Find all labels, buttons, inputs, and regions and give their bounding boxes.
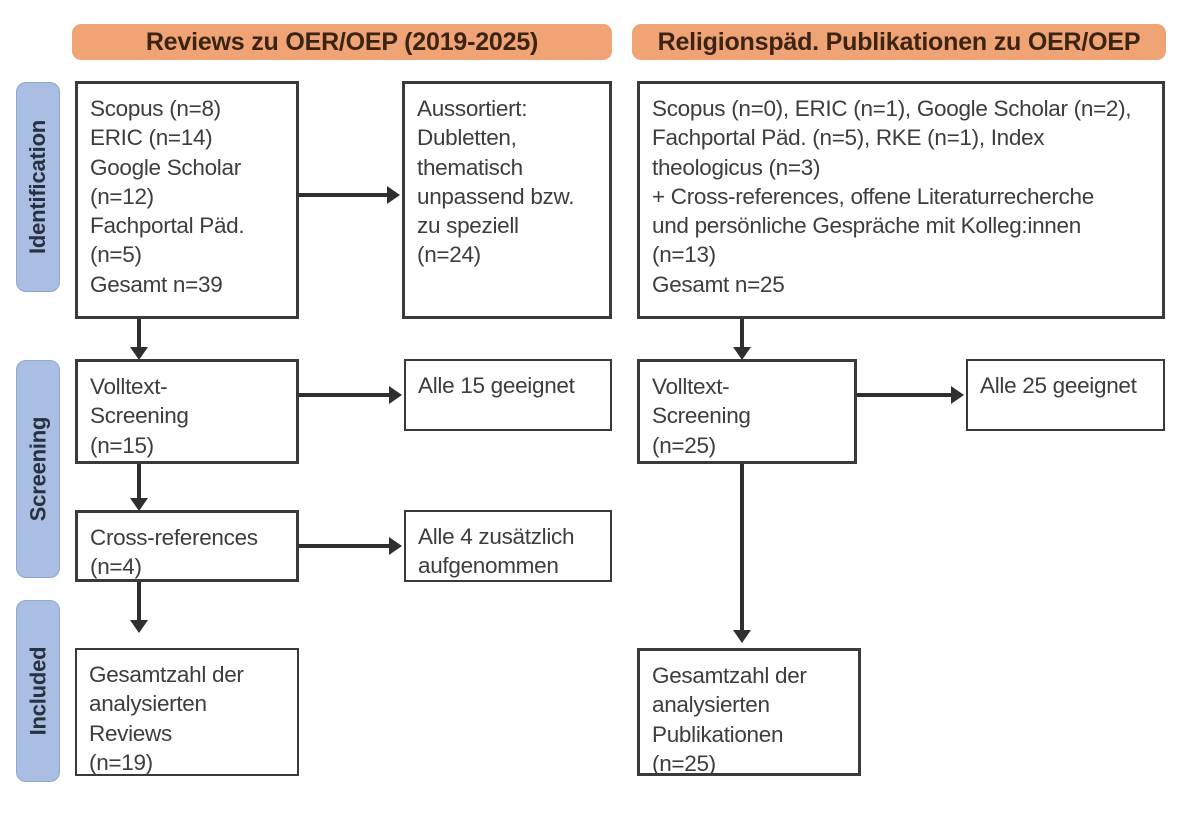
stage-label-identification: Identification	[25, 119, 50, 255]
arrowhead-right-screening-to-included	[733, 630, 751, 643]
stage-bar-included: Included	[16, 600, 60, 782]
box-left-crossrefs: Cross-references (n=4)	[75, 510, 299, 582]
box-right-screening: Volltext- Screening (n=25)	[637, 359, 857, 464]
arrowhead-right-ident-to-screening	[733, 347, 751, 360]
column-header-left: Reviews zu OER/OEP (2019-2025)	[72, 24, 612, 60]
connector-left-crossrefs-to-included	[137, 582, 141, 624]
arrowhead-left-crossrefs-to-result	[389, 537, 402, 555]
connector-left-ident-to-screening	[137, 319, 141, 351]
connector-left-crossrefs-to-result	[299, 544, 389, 548]
stage-bar-screening: Screening	[16, 360, 60, 578]
box-right-identification: Scopus (n=0), ERIC (n=1), Google Scholar…	[637, 81, 1165, 319]
arrowhead-left-ident-to-screening	[130, 347, 148, 360]
column-header-right: Religionspäd. Publikationen zu OER/OEP	[632, 24, 1166, 60]
arrowhead-left-crossrefs-to-included	[130, 620, 148, 633]
connector-left-screening-to-result	[299, 393, 389, 397]
connector-right-screening-to-result	[857, 393, 951, 397]
arrowhead-right-screening-to-result	[951, 386, 964, 404]
box-right-screening-result: Alle 25 geeignet	[966, 359, 1165, 431]
stage-label-included: Included	[25, 646, 51, 736]
box-left-screening: Volltext- Screening (n=15)	[75, 359, 299, 464]
arrowhead-left-ident-to-excluded	[387, 186, 400, 204]
box-right-included: Gesamtzahl der analysierten Publikatione…	[637, 648, 861, 776]
stage-label-screening: Screening	[25, 416, 51, 522]
box-left-screening-result: Alle 15 geeignet	[404, 359, 612, 431]
arrowhead-left-screening-to-crossrefs	[130, 498, 148, 511]
box-left-included: Gesamtzahl der analysierten Reviews (n=1…	[75, 648, 299, 776]
box-left-excluded: Aussortiert: Dubletten, thematisch unpas…	[402, 81, 612, 319]
box-left-identification: Scopus (n=8) ERIC (n=14) Google Scholar …	[75, 81, 299, 319]
stage-bar-identification: Identification	[16, 82, 60, 292]
connector-right-ident-to-screening	[740, 319, 744, 351]
connector-left-screening-to-crossrefs	[137, 464, 141, 502]
box-left-crossrefs-result: Alle 4 zusätzlich aufgenommen	[404, 510, 612, 582]
connector-left-ident-to-excluded	[299, 193, 387, 197]
connector-right-screening-to-included	[740, 464, 744, 634]
arrowhead-left-screening-to-result	[389, 386, 402, 404]
